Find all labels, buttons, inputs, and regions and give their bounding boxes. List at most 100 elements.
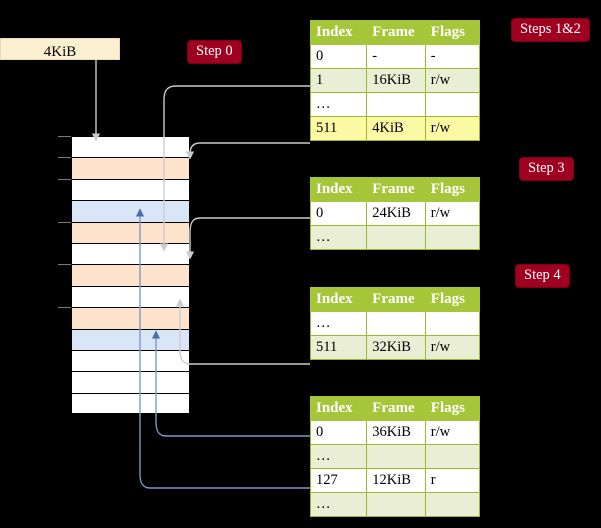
cell-frame — [366, 311, 426, 336]
table-row: … — [309, 492, 481, 517]
cell-index: 511 — [309, 116, 368, 141]
memory-frame-row — [71, 264, 190, 286]
arrow-step3 — [185, 217, 310, 260]
cell-index: 0 — [309, 420, 368, 445]
cell-frame — [366, 492, 426, 517]
memory-frame-row — [71, 285, 190, 308]
cell-flags: r/w — [424, 116, 481, 141]
cell-frame: 36KiB — [366, 420, 426, 445]
cell-flags: r/w — [424, 68, 481, 93]
table-row: … — [309, 92, 481, 117]
cell-index: … — [309, 225, 368, 250]
column-header-flags: Flags — [424, 396, 481, 421]
memory-row-tick — [58, 136, 71, 137]
cell-frame: - — [366, 44, 426, 69]
cell-flags — [424, 444, 481, 469]
memory-frame-row — [71, 178, 190, 201]
badge-step-0: Step 0 — [188, 41, 241, 63]
memory-frame-row — [71, 136, 190, 158]
memory-row-tick — [58, 221, 71, 223]
badge-step-3: Step 3 — [520, 158, 573, 180]
badge-step-4: Step 4 — [516, 265, 569, 287]
cell-index: … — [309, 492, 368, 517]
badge-step-0-label: Step 0 — [196, 43, 233, 59]
memory-frame-row — [71, 307, 190, 329]
cell-frame — [366, 92, 426, 117]
memory-frame-row — [71, 328, 190, 350]
cell-index: … — [309, 311, 368, 336]
table-row: 0-- — [309, 44, 481, 69]
cell-frame: 24KiB — [366, 201, 426, 226]
source-frame-box: 4KiB — [0, 38, 120, 60]
badge-step-3-label: Step 3 — [528, 160, 565, 176]
memory-row-tick — [58, 157, 71, 159]
cell-flags: r — [424, 468, 481, 493]
cell-flags: r/w — [424, 201, 481, 226]
cell-flags — [424, 492, 481, 517]
cell-flags: - — [424, 44, 481, 69]
memory-frame-row — [71, 221, 190, 243]
memory-frame-row — [71, 157, 190, 179]
column-header-index: Index — [309, 177, 368, 202]
cell-index: … — [309, 444, 368, 469]
cell-flags: r/w — [424, 420, 481, 445]
cell-index: 0 — [309, 44, 368, 69]
column-header-index: Index — [309, 396, 368, 421]
table-row: … — [309, 311, 481, 336]
cell-frame: 12KiB — [366, 468, 426, 493]
column-header-frame: Frame — [366, 287, 426, 312]
cell-index: 0 — [309, 201, 368, 226]
badge-step-4-label: Step 4 — [524, 267, 561, 283]
memory-frame-row — [71, 371, 190, 393]
memory-frame-row — [71, 350, 190, 372]
column-header-flags: Flags — [424, 177, 481, 202]
badge-steps-1-2: Steps 1&2 — [512, 19, 589, 41]
memory-row-tick — [58, 264, 71, 266]
badge-steps-1-2-label: Steps 1&2 — [520, 21, 581, 37]
column-header-flags: Flags — [424, 20, 481, 45]
cell-frame: 4KiB — [366, 116, 426, 141]
cell-flags — [424, 92, 481, 117]
cell-frame: 16KiB — [366, 68, 426, 93]
cell-flags: r/w — [424, 335, 481, 360]
column-header-index: Index — [309, 20, 368, 45]
column-header-frame: Frame — [366, 396, 426, 421]
memory-frame-row — [71, 200, 190, 222]
table-row: … — [309, 444, 481, 469]
cell-flags — [424, 311, 481, 336]
arrow-step4 — [175, 298, 310, 365]
table-row: … — [309, 225, 481, 250]
cell-frame — [366, 225, 426, 250]
cell-index: 511 — [309, 335, 368, 360]
column-header-frame: Frame — [366, 177, 426, 202]
cell-index: … — [309, 92, 368, 117]
cell-index: 1 — [309, 68, 368, 93]
memory-frame-row — [71, 243, 190, 265]
column-header-index: Index — [309, 287, 368, 312]
arrow-steps12-511 — [185, 142, 310, 160]
memory-row-tick — [58, 178, 71, 180]
memory-frame-row — [71, 392, 190, 415]
cell-frame: 32KiB — [366, 335, 426, 360]
physical-memory-column — [58, 136, 190, 415]
source-frame-label: 4KiB — [43, 44, 77, 60]
cell-flags — [424, 225, 481, 250]
cell-frame — [366, 444, 426, 469]
memory-row-tick — [58, 307, 71, 309]
column-header-flags: Flags — [424, 287, 481, 312]
